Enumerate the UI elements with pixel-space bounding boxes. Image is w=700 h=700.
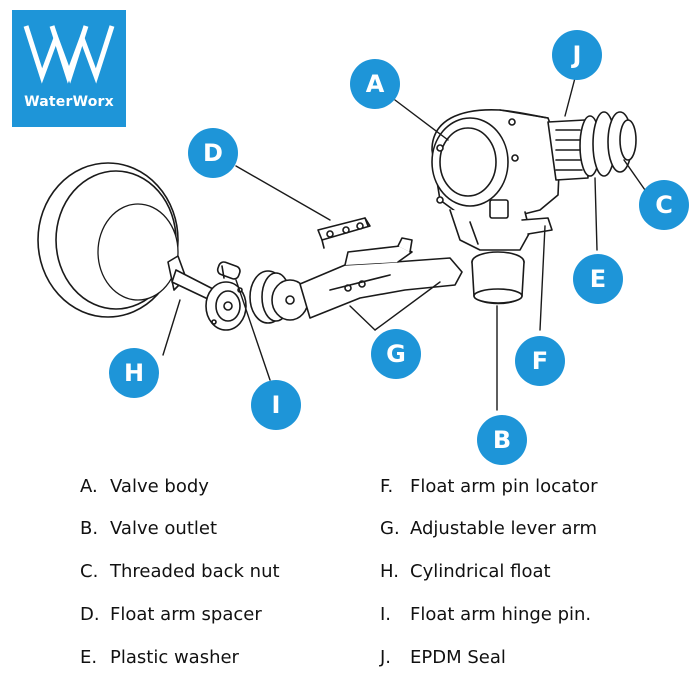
legend-text: Float arm hinge pin. — [410, 604, 592, 625]
legend-item-i: I. Float arm hinge pin. — [380, 604, 591, 625]
callout-b: B — [477, 415, 527, 465]
legend-item-d: D. Float arm spacer — [80, 604, 262, 625]
legend-letter: G. — [380, 518, 400, 539]
legend-item-g: G. Adjustable lever arm — [380, 518, 597, 539]
valve-body-part — [431, 109, 561, 251]
threaded-tail-part — [547, 111, 637, 181]
legend-item-c: C. Threaded back nut — [80, 561, 280, 582]
legend-letter: D. — [80, 604, 100, 625]
legend-item-f: F. Float arm pin locator — [380, 476, 598, 497]
lever-arm-part — [249, 237, 463, 324]
legend-text: EPDM Seal — [410, 647, 506, 668]
legend-text: Valve outlet — [110, 518, 218, 539]
float-stem-part — [171, 269, 247, 331]
waterworx-logo: WaterWorx — [12, 10, 126, 127]
legend-letter: A. — [80, 476, 98, 497]
cylindrical-float-part — [37, 162, 187, 318]
legend-letter: I. — [380, 604, 392, 625]
callout-j: J — [552, 30, 602, 80]
valve-outlet-part — [471, 251, 525, 305]
hinge-pin-part — [216, 261, 241, 280]
callout-d: D — [188, 128, 238, 178]
legend-letter: J. — [380, 647, 392, 668]
legend-letter: F. — [380, 476, 394, 497]
float-valve-exploded-diagram — [37, 77, 646, 411]
legend-item-a: A. Valve body — [80, 476, 209, 497]
leader-lines — [162, 77, 646, 411]
callout-h: H — [109, 348, 159, 398]
legend-letter: B. — [80, 518, 99, 539]
ww-logo-mark-icon — [23, 25, 115, 84]
legend-letter: C. — [80, 561, 99, 582]
legend-letter: H. — [380, 561, 399, 582]
legend-text: Adjustable lever arm — [410, 518, 598, 539]
legend-item-j: J. EPDM Seal — [380, 647, 506, 668]
callout-c: C — [639, 180, 689, 230]
legend-text: Plastic washer — [110, 647, 239, 668]
float-arm-spacer-part — [317, 217, 371, 249]
callout-e: E — [573, 254, 623, 304]
legend-letter: E. — [80, 647, 98, 668]
logo-wordmark: WaterWorx — [24, 94, 114, 110]
legend-item-b: B. Valve outlet — [80, 518, 217, 539]
legend-item-h: H. Cylindrical float — [380, 561, 551, 582]
callout-a: A — [350, 59, 400, 109]
callout-i: I — [251, 380, 301, 430]
legend-text: Threaded back nut — [110, 561, 280, 582]
legend-item-e: E. Plastic washer — [80, 647, 239, 668]
legend-text: Cylindrical float — [410, 561, 551, 582]
legend-text: Valve body — [110, 476, 209, 497]
legend-text: Float arm pin locator — [410, 476, 598, 497]
callout-f: F — [515, 336, 565, 386]
callout-g: G — [371, 329, 421, 379]
legend-text: Float arm spacer — [110, 604, 262, 625]
